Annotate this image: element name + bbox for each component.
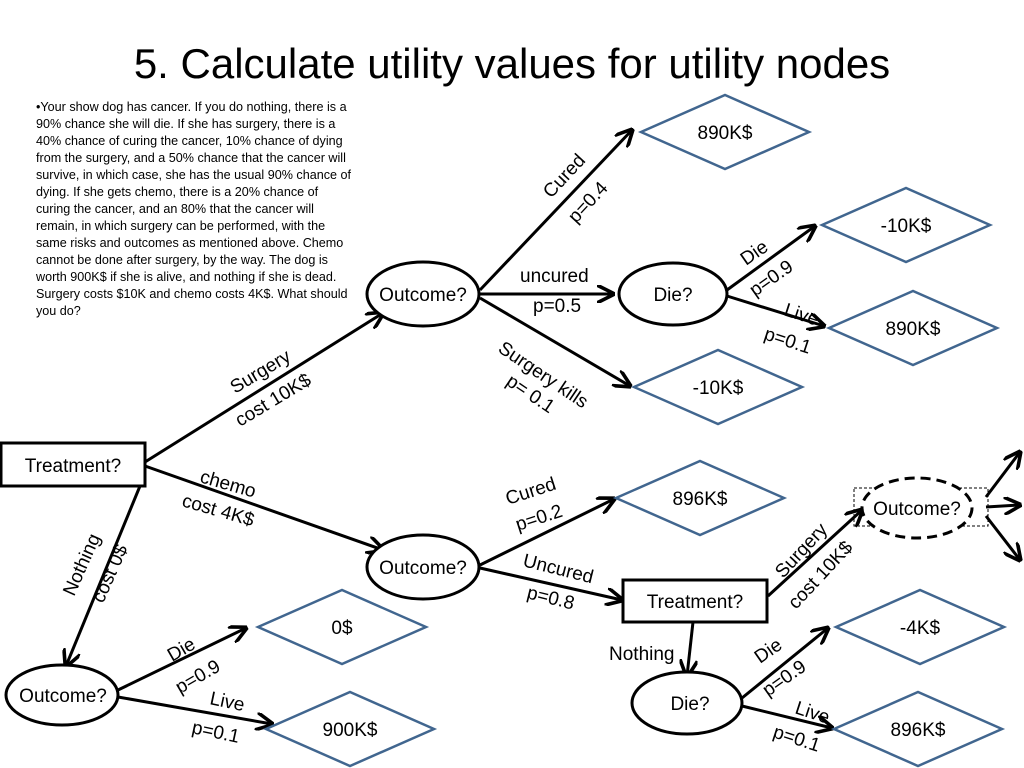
utility-value-surgery-cured: 890K$ [698, 123, 753, 144]
chance-node-outcome-chemo-surgery-label: Outcome? [873, 499, 961, 520]
decision-node-treatment-label: Treatment? [25, 456, 121, 477]
chance-node-outcome-chemo [365, 533, 481, 601]
utility-value-chemo-die: -4K$ [900, 618, 941, 639]
utility-node-surgery-cured [637, 93, 813, 171]
edge-label-chemo-live: Live [792, 698, 832, 729]
edge-live-1 [726, 294, 824, 326]
chance-node-die-chemo-label: Die? [670, 694, 709, 715]
utility-node-chemo-cured [612, 459, 788, 537]
edge-nothing-die [117, 628, 246, 692]
edge-label-cured-prob: p=0.4 [564, 178, 612, 228]
edge-label-chemo-die: Die [751, 635, 786, 669]
slide-title: 5. Calculate utility values for utility … [133, 40, 891, 87]
edge-chemo [144, 464, 383, 550]
utility-node-surgery-live [825, 289, 1001, 367]
edge-chemo-surgery [766, 510, 862, 598]
edge-label-nothing-live: Live [208, 688, 246, 716]
edge-surgery [144, 313, 383, 464]
utility-value-chemo-cured: 896K$ [673, 489, 728, 510]
edge-cured [478, 130, 632, 292]
edge-label-die-1: Die [737, 237, 772, 271]
edge-nothing-live [117, 695, 272, 724]
edge-nothing [66, 485, 142, 666]
chance-node-die-surgery [617, 261, 729, 327]
edge-chemo-cured [479, 499, 614, 567]
utility-value-nothing-die: 0$ [331, 618, 353, 639]
utility-value-chemo-live: 896K$ [891, 720, 946, 741]
utility-value-surgery-live: 890K$ [886, 319, 941, 340]
chance-node-outcome-nothing [4, 663, 120, 727]
chance-node-outcome-nothing-label: Outcome? [19, 686, 107, 707]
edge-stub-mid [985, 505, 1020, 507]
chance-node-outcome-chemo-surgery [860, 476, 974, 540]
edge-die-1 [726, 226, 815, 292]
decision-node-treatment [0, 441, 147, 488]
edge-label-nothing-die: Die [164, 634, 199, 666]
edge-label-uncured-prob: p=0.5 [533, 296, 581, 317]
utility-node-chemo-die [832, 588, 1008, 666]
edge-label-live-1: Live [781, 300, 821, 331]
edge-label-nothing-live-prob: p=0.1 [190, 717, 241, 748]
utility-value-surgery-die: -10K$ [881, 216, 932, 237]
chance-node-outcome-chemo-label: Outcome? [379, 558, 467, 579]
edge-label-chemo-live-prob: p=0.1 [770, 722, 822, 757]
edge-label-chemo-nothing: Nothing [609, 644, 675, 665]
utility-node-surgery-die [818, 186, 994, 264]
edge-label-uncured: uncured [520, 266, 589, 287]
chance-node-outcome-surgery [365, 260, 481, 328]
decision-node-treatment-after-chemo [621, 578, 769, 624]
decision-node-treatment-after-chemo-label: Treatment? [647, 592, 743, 613]
utility-value-surgery-kills: -10K$ [693, 378, 744, 399]
edge-stub-down [984, 515, 1020, 560]
edge-chemo-live [741, 704, 832, 728]
chance-node-die-surgery-label: Die? [653, 285, 692, 306]
chance-node-die-chemo [630, 670, 744, 736]
edge-chemo-nothing [687, 621, 693, 676]
edge-chemo-uncured [479, 566, 622, 600]
utility-node-chemo-live [830, 690, 1006, 768]
utility-node-surgery-kills [630, 348, 806, 426]
edge-label-live-1-prob: p=0.1 [761, 324, 813, 359]
edge-label-chemo-cured-prob: p=0.2 [513, 501, 565, 536]
utility-node-nothing-live [262, 690, 438, 768]
edge-surgery-kills [479, 296, 630, 386]
utility-value-nothing-live: 900K$ [323, 720, 378, 741]
edge-stub-up [984, 452, 1020, 498]
edge-chemo-die [741, 628, 828, 700]
utility-node-nothing-die [254, 588, 430, 666]
chance-node-outcome-surgery-label: Outcome? [379, 285, 467, 306]
problem-statement: •Your show dog has cancer. If you do not… [36, 100, 352, 318]
